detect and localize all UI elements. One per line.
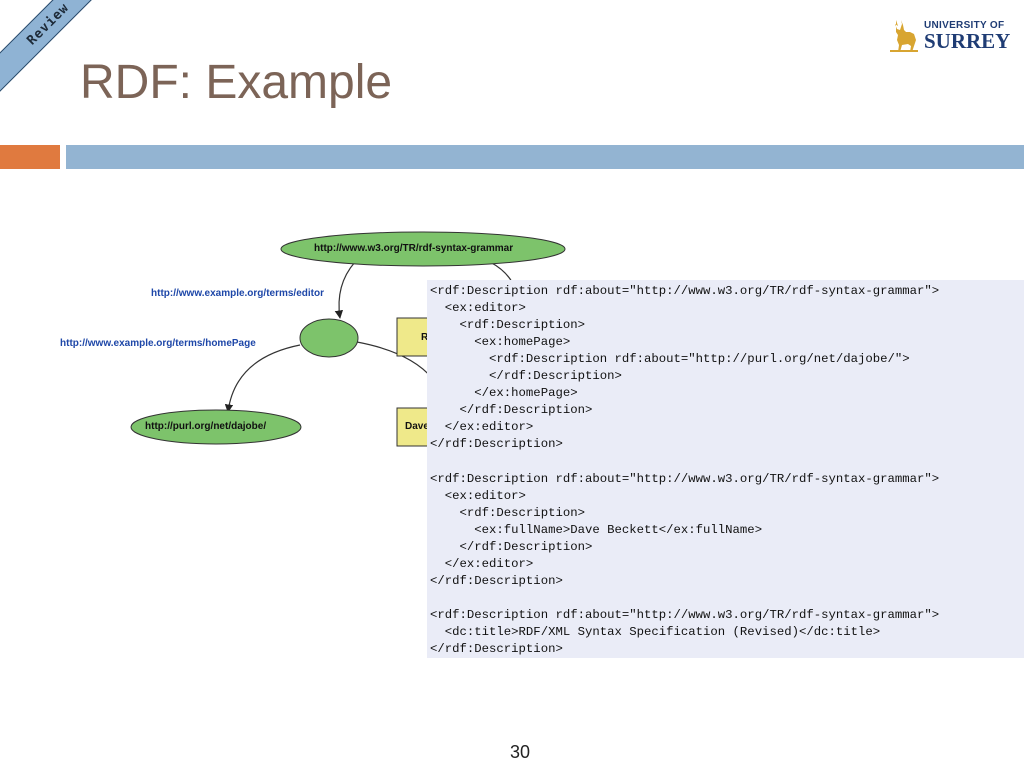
code-line: </rdf:Description> xyxy=(430,573,563,588)
code-line: <rdf:Description> xyxy=(430,505,585,520)
code-line: <rdf:Description rdf:about="http://purl.… xyxy=(430,352,910,367)
edge-homepage xyxy=(224,344,301,413)
code-line: </ex:editor> xyxy=(430,420,534,435)
page-number: 30 xyxy=(509,742,531,762)
code-line: <ex:editor> xyxy=(430,488,526,503)
code-line: <rdf:Description rdf:about="http://www.w… xyxy=(430,471,940,486)
code-line: </rdf:Description> xyxy=(430,539,593,554)
root-node-label: http://www.w3.org/TR/rdf-syntax-grammar xyxy=(314,243,514,254)
code-line: <rdf:Description rdf:about="http://www.w… xyxy=(430,284,940,298)
stag-icon xyxy=(890,20,918,52)
code-line: </rdf:Description> xyxy=(430,403,593,418)
root-node-shape xyxy=(280,231,566,267)
blank-node-shape xyxy=(299,318,359,358)
homepage-node-shape xyxy=(130,409,302,445)
code-line: <ex:fullName>Dave Beckett</ex:fullName> xyxy=(430,522,763,537)
homepage-edge-label: http://www.example.org/terms/homePage xyxy=(60,338,256,349)
code-line: </ex:homePage> xyxy=(430,386,578,401)
editor-edge-label: http://www.example.org/terms/editor xyxy=(151,288,324,299)
rdf-xml-code: <rdf:Description rdf:about="http://www.w… xyxy=(427,280,1024,658)
homepage-node-label: http://purl.org/net/dajobe/ xyxy=(145,421,267,432)
literal-title-label: R xyxy=(421,332,429,343)
code-line: </rdf:Description> xyxy=(430,437,563,452)
code-line: <rdf:Description> xyxy=(430,318,585,333)
code-line: </rdf:Description> xyxy=(430,641,563,656)
edge-editor xyxy=(334,261,356,319)
literal-name-label: Dave xyxy=(405,421,429,432)
logo-line-2: SURREY xyxy=(924,28,1011,53)
code-line: <rdf:Description rdf:about="http://www.w… xyxy=(430,607,940,622)
accent-bar-blue xyxy=(66,145,1024,169)
university-logo: UNIVERSITY OF SURREY xyxy=(888,16,1014,56)
slide-title: RDF: Example xyxy=(80,56,393,109)
rdf-xml-code-panel: <rdf:Description rdf:about="http://www.w… xyxy=(427,280,1024,658)
code-line: <dc:title>RDF/XML Syntax Specification (… xyxy=(430,624,881,639)
accent-bar-orange xyxy=(0,145,60,169)
code-line: <ex:editor> xyxy=(430,301,526,316)
edge-title xyxy=(489,261,513,283)
code-line: </rdf:Description> xyxy=(430,369,622,384)
code-line: <ex:homePage> xyxy=(430,335,571,350)
logo-line-1: UNIVERSITY OF xyxy=(924,19,1005,31)
code-line: </ex:editor> xyxy=(430,556,534,571)
